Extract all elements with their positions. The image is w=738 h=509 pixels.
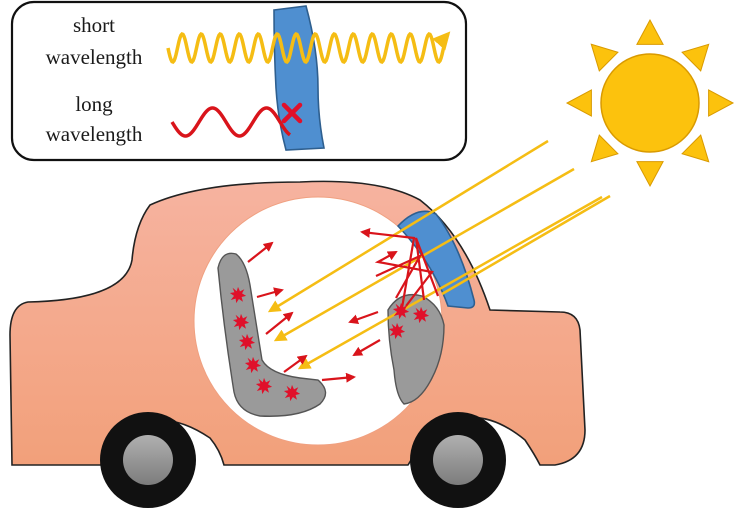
sun-ray-triangle bbox=[708, 89, 735, 117]
ir-arrow-5 bbox=[321, 372, 356, 383]
sun-ray-triangle bbox=[590, 43, 619, 72]
ir-arrow-2 bbox=[256, 287, 284, 299]
short-wave-line bbox=[166, 31, 451, 65]
front-seat bbox=[387, 293, 445, 405]
front-wheel bbox=[410, 412, 506, 508]
ir-arrow-1 bbox=[247, 241, 274, 263]
reemitted-infrared bbox=[247, 227, 440, 383]
long-label-line2: wavelength bbox=[46, 122, 143, 146]
sun-ray-triangle bbox=[636, 18, 664, 45]
rear-wheel-hub bbox=[123, 435, 173, 485]
sun-ray-triangle bbox=[681, 43, 710, 72]
sun-disc bbox=[600, 53, 700, 153]
sun-ray-1 bbox=[267, 139, 549, 313]
sun-ray-triangle bbox=[636, 161, 664, 188]
ir-bounce-3 bbox=[414, 237, 440, 301]
sun-ray-4 bbox=[441, 194, 611, 296]
x-mark-icon bbox=[281, 102, 303, 124]
ir-arrow-3 bbox=[265, 311, 294, 335]
ir-bounce-2 bbox=[375, 253, 423, 299]
sun-ray-triangle bbox=[565, 89, 592, 117]
sun-icon bbox=[565, 18, 735, 188]
rear-seat bbox=[217, 252, 327, 417]
short-label-line2: wavelength bbox=[46, 45, 143, 69]
rear-wheel bbox=[100, 412, 196, 508]
front-wheel-hub bbox=[433, 435, 483, 485]
windshield bbox=[396, 210, 476, 309]
ir-arrow-6 bbox=[352, 339, 381, 356]
long-wave-line bbox=[170, 106, 292, 138]
ir-arrow-4 bbox=[283, 354, 308, 373]
long-label-line1: long bbox=[75, 92, 113, 116]
incoming-sunlight bbox=[267, 139, 611, 370]
legend-frame bbox=[10, 0, 468, 162]
sun-ray-triangle bbox=[590, 134, 619, 163]
sun-ray-3 bbox=[297, 195, 603, 370]
car bbox=[9, 180, 586, 508]
legend-box: short wavelength long wavelength bbox=[10, 0, 468, 162]
sun-ray-2 bbox=[273, 167, 575, 342]
ir-arrow-7 bbox=[348, 310, 379, 324]
ir-bounce-4 bbox=[374, 251, 434, 307]
ir-bounce-1 bbox=[360, 227, 416, 309]
short-label-line1: short bbox=[73, 13, 115, 37]
sun-ray-triangle bbox=[681, 134, 710, 163]
